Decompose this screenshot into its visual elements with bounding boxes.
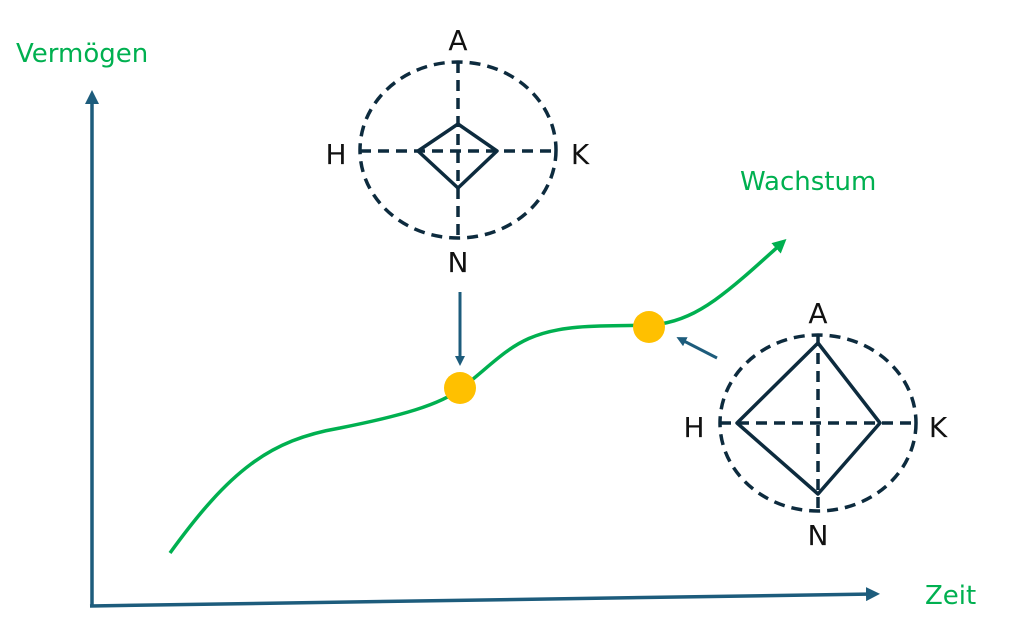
diagram-right: A H K N (683, 297, 947, 552)
x-axis (89, 587, 880, 608)
label-left: H (325, 138, 346, 171)
label-top: A (448, 24, 467, 57)
y-axis-label: Vermögen (16, 39, 148, 69)
label-bottom: N (808, 519, 829, 552)
label-right: K (929, 411, 948, 444)
growth-curve (168, 238, 787, 555)
label-top: A (808, 297, 827, 330)
marker-point-2 (633, 311, 665, 343)
curve-label: Wachstum (740, 167, 876, 197)
label-left: H (683, 411, 704, 444)
label-bottom: N (448, 246, 469, 279)
diagram-top: A H K N (325, 24, 589, 279)
arrow-right-to-curve (676, 337, 718, 360)
marker-point-1 (444, 372, 476, 404)
x-axis-label: Zeit (925, 581, 976, 611)
label-right: K (571, 138, 590, 171)
